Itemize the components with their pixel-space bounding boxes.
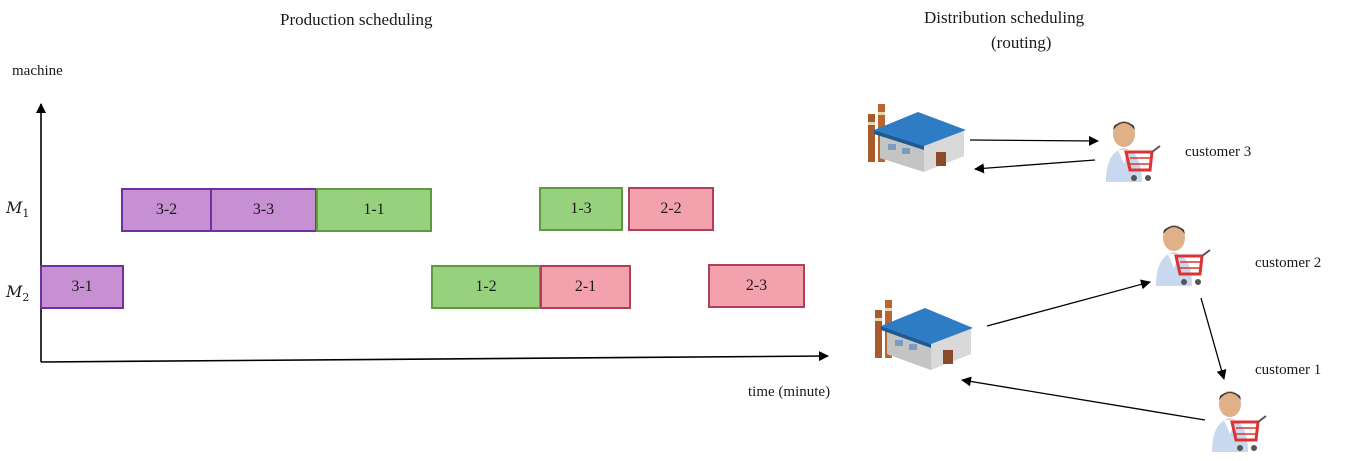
job-block-2-3: 2-3 [708, 264, 805, 308]
factory-icon [868, 104, 966, 172]
route-arrow-customer1-to-factory [961, 376, 1206, 421]
job-block-1-2: 1-2 [431, 265, 541, 309]
route-arrow-customer3-to-factory [974, 159, 1096, 174]
job-block-2-2: 2-2 [628, 187, 714, 231]
machine-label-m1: M1 [6, 198, 30, 221]
job-block-2-1: 2-1 [540, 265, 631, 309]
customer-cart-icon [1106, 121, 1161, 182]
job-block-1-3: 1-3 [539, 187, 623, 231]
job-block-3-3: 3-3 [210, 188, 317, 232]
customer-label-1: customer 1 [1255, 362, 1322, 378]
distribution-subtitle: (routing) [991, 33, 1052, 52]
factory-icon [875, 300, 973, 370]
x-axis [40, 351, 829, 363]
route-arrow-factory-to-customer2 [986, 279, 1151, 327]
job-block-1-1: 1-1 [316, 188, 432, 232]
customer-label-2: customer 2 [1255, 255, 1322, 271]
job-block-3-2: 3-2 [121, 188, 212, 232]
route-arrow-factory-to-customer3 [969, 135, 1099, 146]
route-arrow-customer2-to-customer1 [1200, 297, 1227, 380]
distribution-title: Distribution scheduling [924, 8, 1085, 27]
customer-cart-icon [1156, 225, 1211, 286]
job-block-3-1: 3-1 [40, 265, 124, 309]
customer-cart-icon [1212, 391, 1267, 452]
machine-label-m2: M2 [6, 282, 30, 305]
x-axis-label: time (minute) [748, 384, 831, 400]
production-title: Production scheduling [280, 10, 433, 29]
y-axis-label: machine [12, 63, 63, 79]
customer-label-3: customer 3 [1185, 144, 1252, 160]
